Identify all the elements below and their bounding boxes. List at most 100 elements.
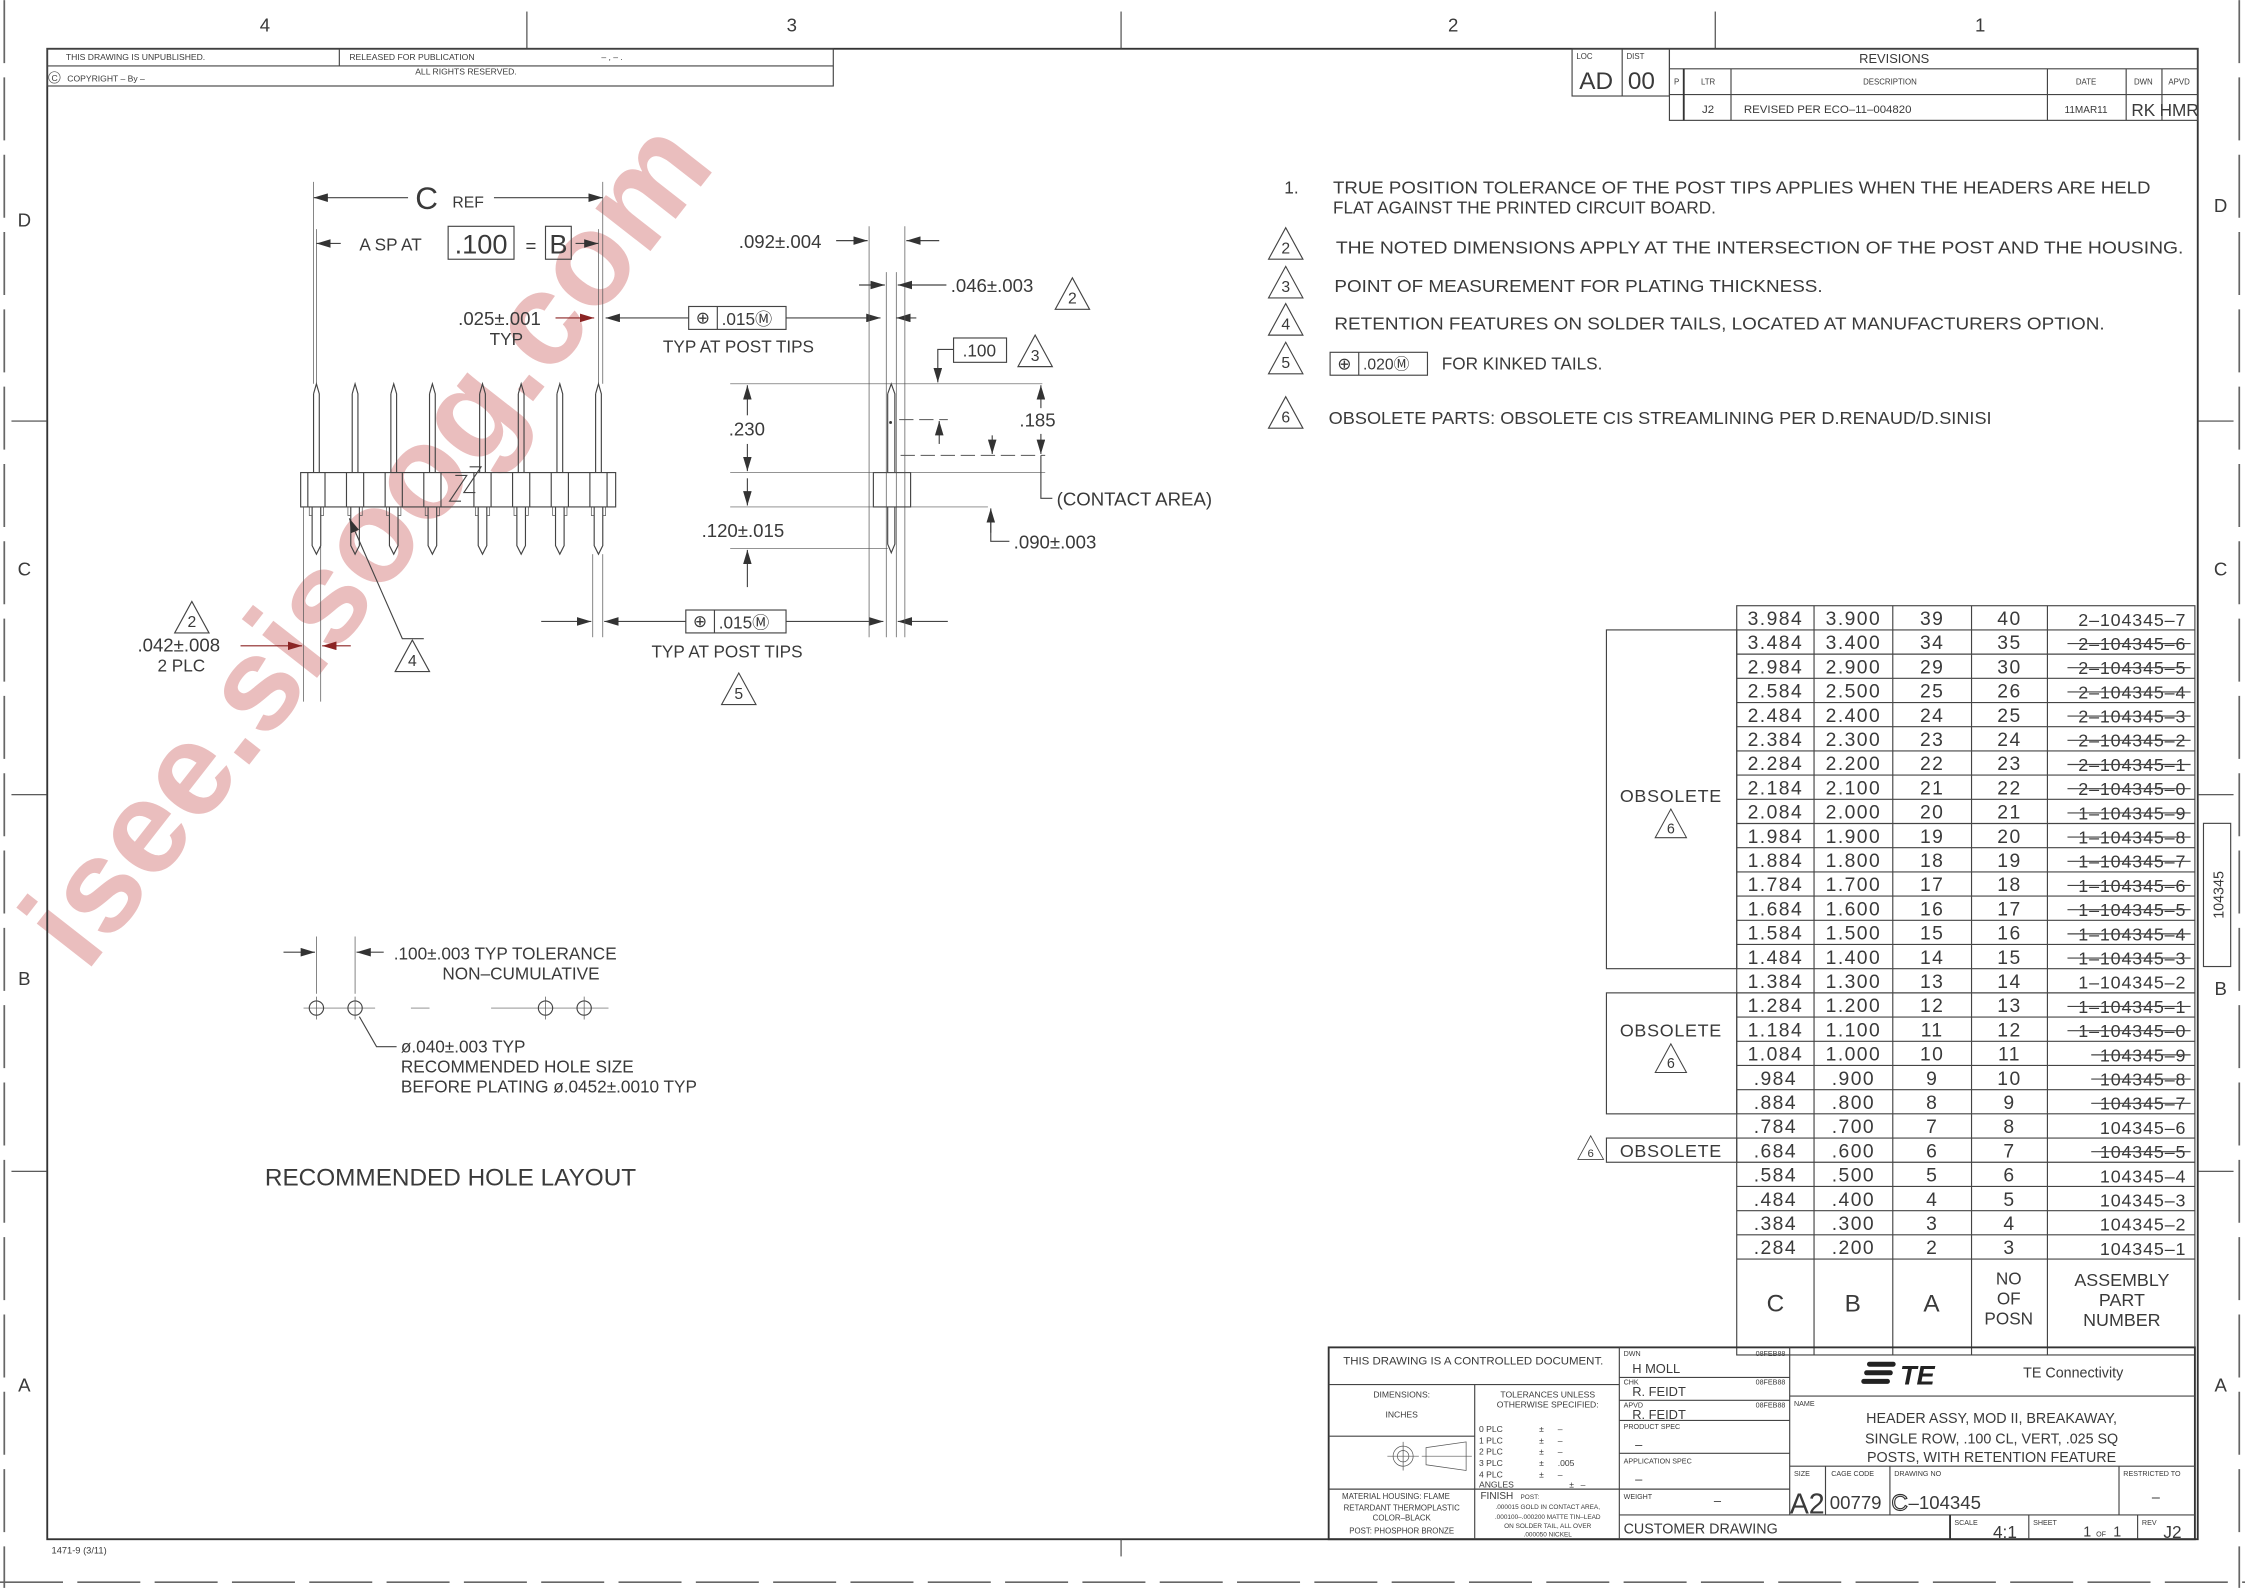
cell-b: 1.200 <box>1826 996 1882 1017</box>
tail-length-dim: .120±.015 <box>702 520 785 541</box>
material-spec: MATERIAL HOUSING: FLAME RETARDANT THERMO… <box>1342 1492 1460 1535</box>
svg-text:SHEET: SHEET <box>2033 1519 2057 1527</box>
note-3-text: POINT OF MEASUREMENT FOR PLATING THICKNE… <box>1334 276 1822 296</box>
svg-text:±: ± <box>1539 1447 1544 1457</box>
cell-a: 22 <box>1920 754 1944 775</box>
svg-text:OBSOLETE: OBSOLETE <box>1620 786 1722 806</box>
hole-icon <box>308 996 325 1020</box>
end-post-flag-icon: 2 <box>174 600 210 634</box>
fcf-bottom-flag-icon: 5 <box>721 672 757 706</box>
cell-a: 10 <box>1920 1045 1944 1066</box>
cell-c: 3.984 <box>1748 609 1803 630</box>
cell-part-number: 104345–2 <box>2100 1215 2186 1235</box>
cell-a: 29 <box>1920 657 1944 678</box>
svg-text:4: 4 <box>1281 316 1290 333</box>
note-flag-5-icon: 5 <box>1267 341 1304 375</box>
cell-posn: 15 <box>1997 948 2021 969</box>
zone-left-c: C <box>18 559 31 580</box>
approvals: DWN 08FEB88 H MOLL CHK 08FEB88 R. FEIDT … <box>1624 1350 1786 1538</box>
copyright-text: COPYRIGHT – By – <box>67 74 145 84</box>
svg-text:1 PLC: 1 PLC <box>1479 1435 1503 1445</box>
cell-posn: 25 <box>1997 706 2021 727</box>
cell-c: 2.284 <box>1748 754 1803 775</box>
end-post-dim: .042±.008 <box>137 635 220 656</box>
cell-posn: 14 <box>1997 972 2021 993</box>
svg-text:POSTS, WITH RETENTION FEATURE: POSTS, WITH RETENTION FEATURE <box>1867 1450 2116 1466</box>
cell-b: .900 <box>1832 1069 1875 1090</box>
cell-a: 5 <box>1926 1166 1938 1187</box>
svg-text:4: 4 <box>408 653 417 670</box>
cell-posn: 6 <box>2003 1166 2015 1187</box>
cell-a: 23 <box>1920 730 1944 751</box>
hole-layout-title: RECOMMENDED HOLE LAYOUT <box>265 1165 636 1192</box>
post-width-dim: .046±.003 <box>951 275 1034 296</box>
hole-icon <box>576 996 592 1020</box>
note-5-fcf: ⊕ .020Ⓜ <box>1329 351 1429 376</box>
note-4-text: RETENTION FEATURES ON SOLDER TAILS, LOCA… <box>1334 313 2104 333</box>
cell-part-number: 104345–1 <box>2100 1239 2186 1259</box>
hole-icon <box>347 996 363 1020</box>
note-flag-4-icon: 4 <box>1267 303 1304 336</box>
cell-c: 3.484 <box>1748 633 1803 654</box>
cell-posn: 23 <box>1997 754 2021 775</box>
notes: 1. TRUE POSITION TOLERANCE OF THE POST T… <box>1267 177 2183 429</box>
revisions-block: LOC AD DIST 00 REVISIONS P LTR DESCRIPTI… <box>1571 48 2199 121</box>
sheet-size: A2 <box>1790 1488 1825 1520</box>
cell-posn: 3 <box>2003 1238 2015 1259</box>
cell-posn: 10 <box>1997 1069 2021 1090</box>
rev-col-dwn: DWN <box>2134 78 2153 87</box>
svg-text:HEADER ASSY, MOD II, BREAKAWAY: HEADER ASSY, MOD II, BREAKAWAY, <box>1866 1411 2117 1427</box>
cell-b: .300 <box>1832 1214 1875 1235</box>
svg-text:3: 3 <box>1281 279 1290 296</box>
cell-b: 2.000 <box>1826 803 1882 824</box>
svg-text:J2: J2 <box>1702 104 1714 116</box>
side-tab: 104345 <box>2202 822 2232 968</box>
cell-c: .684 <box>1754 1141 1797 1162</box>
cell-part-number: 2–104345–7 <box>2078 610 2186 630</box>
cell-b: .500 <box>1832 1166 1875 1187</box>
cell-b: 3.900 <box>1826 609 1882 630</box>
form-number: 1471-9 (3/11) <box>52 1546 107 1556</box>
svg-text:2: 2 <box>1281 241 1290 258</box>
cell-b: .600 <box>1832 1141 1875 1162</box>
cell-b: .700 <box>1832 1117 1875 1138</box>
svg-text:OBSOLETE: OBSOLETE <box>1620 1141 1722 1161</box>
finish-spec: FINISH POST: .000015 GOLD IN CONTACT ARE… <box>1480 1491 1600 1538</box>
svg-text:OF: OF <box>1997 1288 2021 1308</box>
cell-b: 1.300 <box>1826 972 1882 993</box>
c-ref-letter: C <box>415 180 438 216</box>
svg-text:4 PLC: 4 PLC <box>1479 1470 1503 1480</box>
revisions-title: REVISIONS <box>1859 51 1929 66</box>
release-date: – , – . <box>601 52 622 62</box>
obsolete-flag-icon: 6 <box>1654 1043 1688 1074</box>
zone-right-b: B <box>2214 978 2226 999</box>
break-symbol <box>448 466 483 502</box>
hole-size-line-2: RECOMMENDED HOLE SIZE <box>401 1056 634 1076</box>
dist-value: 00 <box>1628 68 1655 95</box>
note-1-line-2: FLAT AGAINST THE PRINTED CIRCUIT BOARD. <box>1333 197 1716 217</box>
zone-right-a: A <box>2214 1375 2227 1396</box>
cell-b: 1.500 <box>1826 924 1882 945</box>
svg-text:PRODUCT SPEC: PRODUCT SPEC <box>1624 1423 1681 1431</box>
cell-posn: 40 <box>1997 609 2021 630</box>
cell-b: 1.400 <box>1826 948 1882 969</box>
post <box>384 381 403 556</box>
svg-text:TE: TE <box>1900 1360 1936 1391</box>
side-tab-number: 104345 <box>2212 871 2228 919</box>
svg-text:.015Ⓜ: .015Ⓜ <box>719 613 770 633</box>
svg-text:11MAR11: 11MAR11 <box>2065 105 2108 116</box>
cell-a: 13 <box>1920 972 1944 993</box>
post <box>589 381 608 556</box>
cell-posn: 13 <box>1997 996 2021 1017</box>
col-posn: NO <box>1996 1268 2022 1288</box>
cell-b: 3.400 <box>1826 633 1882 654</box>
cell-posn: 12 <box>1997 1020 2021 1041</box>
svg-text:CAGE CODE: CAGE CODE <box>1831 1470 1874 1478</box>
position-tolerance-icon: ⊕ <box>1337 353 1351 373</box>
